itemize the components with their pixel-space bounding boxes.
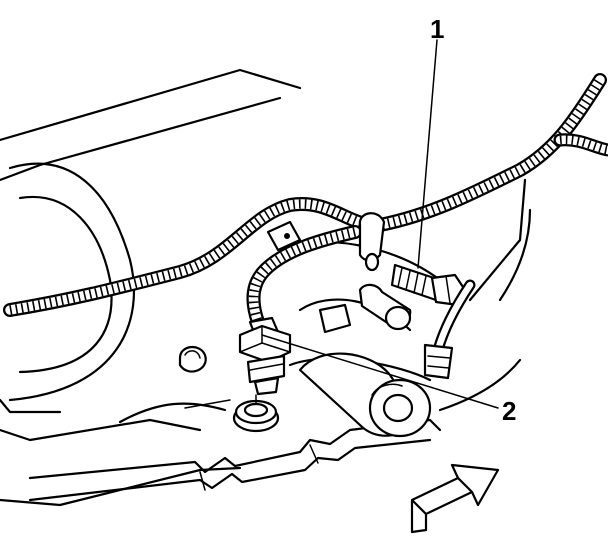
harness-clip	[358, 212, 386, 272]
leader-line-1	[417, 39, 438, 269]
bolt	[390, 263, 467, 307]
lower-wire	[423, 279, 476, 380]
leader-lines	[261, 39, 499, 409]
callout-2: 2	[502, 396, 516, 426]
forward-arrow-icon	[410, 463, 500, 534]
wiring-harness	[3, 73, 608, 329]
o-ring-seal	[232, 394, 280, 433]
solenoid	[298, 352, 432, 438]
fittings	[358, 283, 412, 331]
transmission-housing	[0, 68, 532, 507]
callout-1: 1	[430, 14, 444, 44]
leader-line-2	[261, 334, 499, 409]
pressure-switch	[238, 316, 292, 396]
